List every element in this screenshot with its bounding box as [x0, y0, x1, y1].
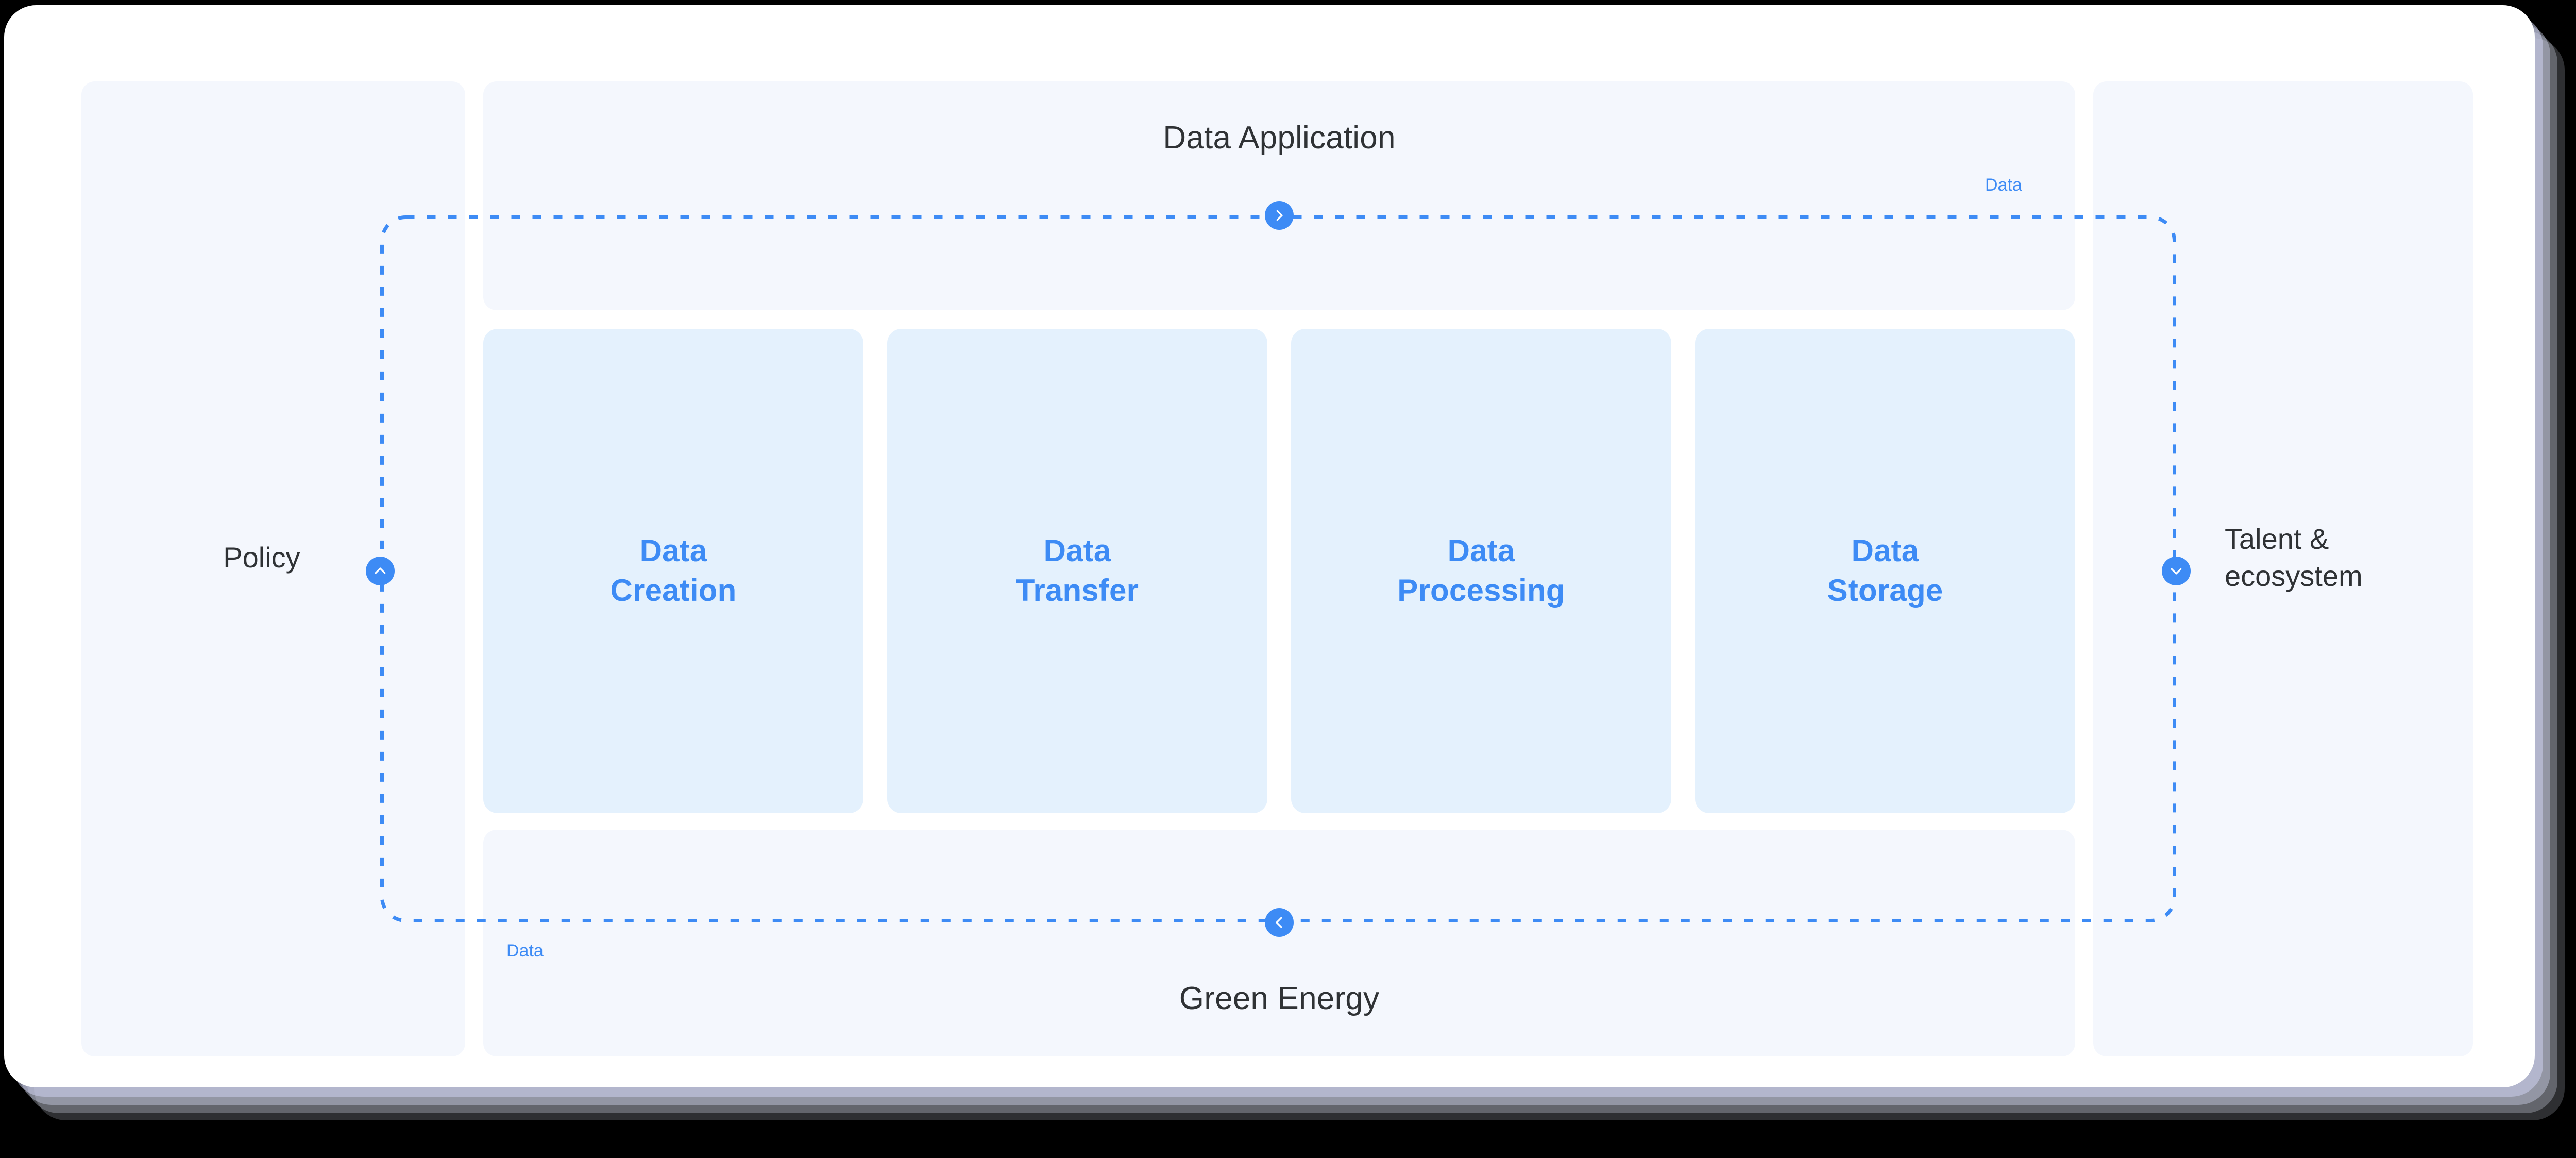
green-energy-title: Green Energy	[1179, 981, 1380, 1016]
panel-green-energy[interactable]: Green Energy	[483, 830, 2075, 1056]
stage-card-data-creation[interactable]: Data Creation	[483, 329, 863, 813]
policy-label: Policy	[223, 541, 300, 574]
chevron-up-icon[interactable]	[366, 557, 395, 585]
chevron-right-icon[interactable]	[1265, 201, 1294, 230]
stage-card-label: Data Creation	[610, 533, 737, 608]
talent-ecosystem-label: Talent & ecosystem	[2225, 523, 2363, 592]
stage-card-data-storage[interactable]: Data Storage	[1695, 329, 2075, 813]
stage-card-label: Data Storage	[1827, 533, 1943, 608]
loop-caption-bottom: Data	[506, 941, 544, 961]
chevron-left-icon[interactable]	[1265, 908, 1294, 937]
stage-card-label: Data Processing	[1397, 533, 1565, 608]
stage-card-label: Data Transfer	[1015, 533, 1139, 608]
loop-caption-top: Data	[1985, 175, 2022, 195]
diagram-canvas: Policy Talent & ecosystem Data Applicati…	[4, 5, 2535, 1087]
data-application-title: Data Application	[1163, 120, 1396, 156]
stage-card-data-processing[interactable]: Data Processing	[1291, 329, 1671, 813]
stage-card-data-transfer[interactable]: Data Transfer	[887, 329, 1267, 813]
chevron-down-icon[interactable]	[2162, 557, 2191, 585]
stage-card-row: Data Creation Data Transfer Data Process…	[483, 329, 2075, 813]
panel-data-application[interactable]: Data Application	[483, 81, 2075, 310]
